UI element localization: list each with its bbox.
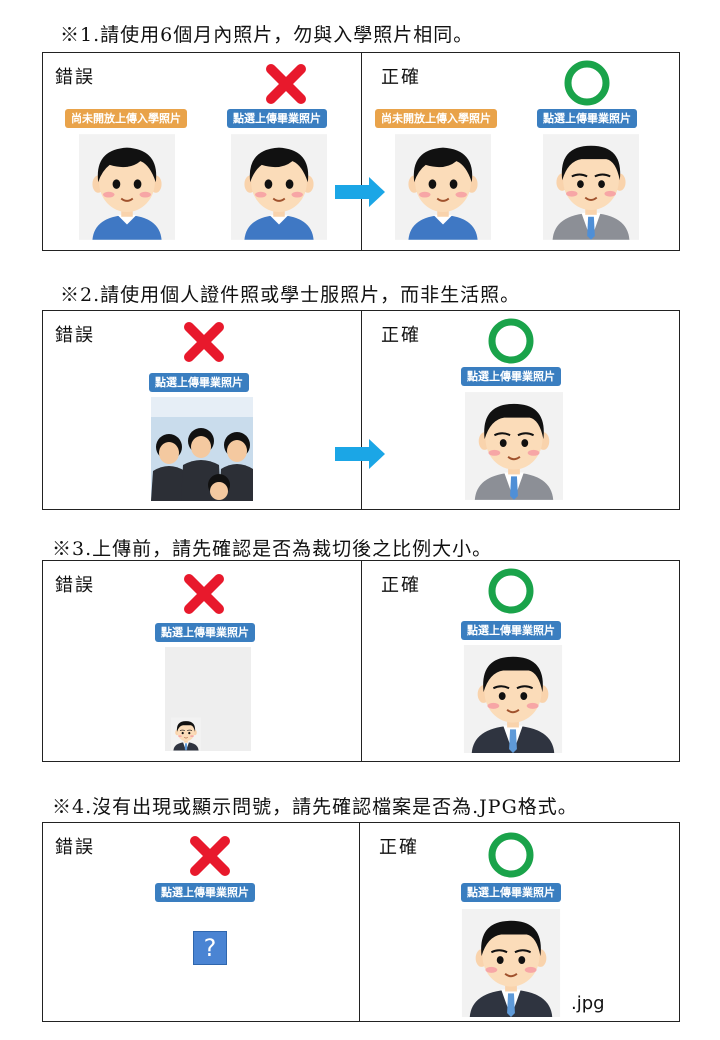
section-3-divider: [361, 561, 362, 761]
circle-icon: [487, 831, 535, 879]
correct-label: 正確: [381, 575, 421, 596]
cross-icon: [183, 573, 225, 615]
section-1-divider: [361, 53, 362, 250]
graduation-upload-button[interactable]: 點選上傳畢業照片: [155, 623, 255, 642]
wrong-label: 錯誤: [55, 837, 95, 858]
section-3-heading: ※3.上傳前，請先確認是否為裁切後之比例大小。: [52, 538, 493, 560]
graduation-upload-button[interactable]: 點選上傳畢業照片: [227, 109, 327, 128]
section-1-heading: ※1.請使用6個月內照片，勿與入學照片相同。: [60, 24, 474, 46]
section-4-heading: ※4.沒有出現或顯示問號，請先確認檔案是否為.JPG格式。: [52, 796, 578, 818]
cross-icon: [189, 835, 231, 877]
old-admission-photo: [79, 133, 175, 241]
jpg-graduation-photo: [461, 909, 561, 1017]
admission-upload-button[interactable]: 尚未開放上傳入學照片: [375, 109, 497, 128]
correct-label: 正確: [379, 837, 419, 858]
graduation-upload-button[interactable]: 點選上傳畢業照片: [155, 883, 255, 902]
circle-icon: [563, 59, 611, 107]
section-1-box: 錯誤 正確 尚未開放上傳入學照片 點選上傳畢業照片 尚未開放上傳入學照片 點選上…: [42, 52, 680, 251]
uncropped-photo-frame: [165, 647, 251, 751]
graduation-upload-button[interactable]: 點選上傳畢業照片: [461, 621, 561, 640]
cross-icon: [183, 321, 225, 363]
question-mark-icon: ?: [193, 931, 227, 965]
arrow-icon: [335, 439, 385, 469]
wrong-label: 錯誤: [55, 325, 95, 346]
section-4-box: 錯誤 正確 點選上傳畢業照片 點選上傳畢業照片 ? .jpg: [42, 822, 680, 1022]
graduation-upload-button[interactable]: 點選上傳畢業照片: [537, 109, 637, 128]
jpg-extension-label: .jpg: [571, 993, 605, 1014]
wrong-label: 錯誤: [55, 575, 95, 596]
correct-graduation-photo: [465, 391, 563, 501]
cropped-graduation-photo: [463, 645, 563, 753]
section-3-box: 錯誤 正確 點選上傳畢業照片 點選上傳畢業照片: [42, 560, 680, 762]
section-4-divider: [359, 823, 360, 1021]
admission-upload-button[interactable]: 尚未開放上傳入學照片: [65, 109, 187, 128]
old-admission-photo: [395, 133, 491, 241]
wrong-graduation-photo: [231, 133, 327, 241]
section-2-box: 錯誤 正確 點選上傳畢業照片 點選上傳畢業照片: [42, 310, 680, 510]
section-2-divider: [361, 311, 362, 509]
section-2-heading: ※2.請使用個人證件照或學士服照片，而非生活照。: [60, 284, 521, 306]
group-snapshot-photo: [151, 397, 253, 501]
wrong-label: 錯誤: [55, 67, 95, 88]
small-portrait-photo: [171, 717, 201, 751]
correct-label: 正確: [381, 325, 421, 346]
circle-icon: [487, 567, 535, 615]
arrow-icon: [335, 177, 385, 207]
graduation-upload-button[interactable]: 點選上傳畢業照片: [461, 883, 561, 902]
graduation-upload-button[interactable]: 點選上傳畢業照片: [149, 373, 249, 392]
graduation-upload-button[interactable]: 點選上傳畢業照片: [461, 367, 561, 386]
circle-icon: [487, 317, 535, 365]
correct-graduation-photo: [543, 133, 639, 241]
cross-icon: [265, 63, 307, 105]
correct-label: 正確: [381, 67, 421, 88]
